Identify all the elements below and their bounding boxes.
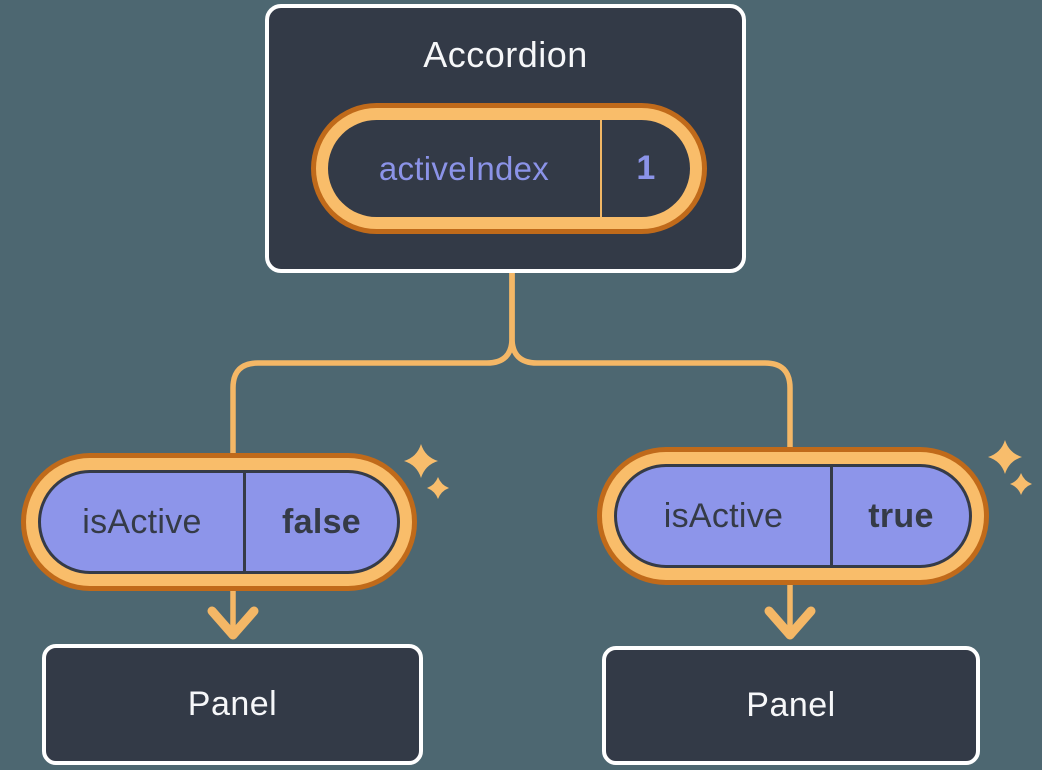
state-pill-active-index: activeIndex 1	[328, 120, 690, 217]
sparkle-icon	[404, 444, 438, 478]
prop-pill-value: true	[868, 496, 934, 535]
prop-pill-name: isActive	[663, 496, 784, 535]
panel-title: Panel	[187, 685, 278, 723]
pill-divider	[600, 120, 602, 217]
pill-divider	[243, 473, 246, 571]
arrow-down-icon	[764, 606, 816, 640]
prop-pill-name: isActive	[82, 502, 202, 541]
prop-pill-is-active-true: isActive true	[614, 464, 972, 568]
state-pill-name: activeIndex	[378, 149, 550, 187]
pill-divider	[830, 467, 833, 565]
panel-card-right: Panel	[602, 646, 980, 765]
accordion-title: Accordion	[423, 34, 588, 75]
panel-title: Panel	[746, 686, 836, 724]
connector-right-branch	[509, 271, 793, 630]
connector-left-branch	[230, 271, 515, 630]
state-pill-value: 1	[636, 149, 656, 187]
sparkle-icon	[427, 477, 449, 499]
arrow-down-icon	[207, 606, 259, 640]
panel-card-left: Panel	[42, 644, 423, 765]
prop-pill-value: false	[282, 502, 361, 541]
sparkle-icon	[1010, 473, 1032, 495]
prop-pill-is-active-false: isActive false	[38, 470, 400, 574]
sparkle-icon	[988, 440, 1022, 474]
